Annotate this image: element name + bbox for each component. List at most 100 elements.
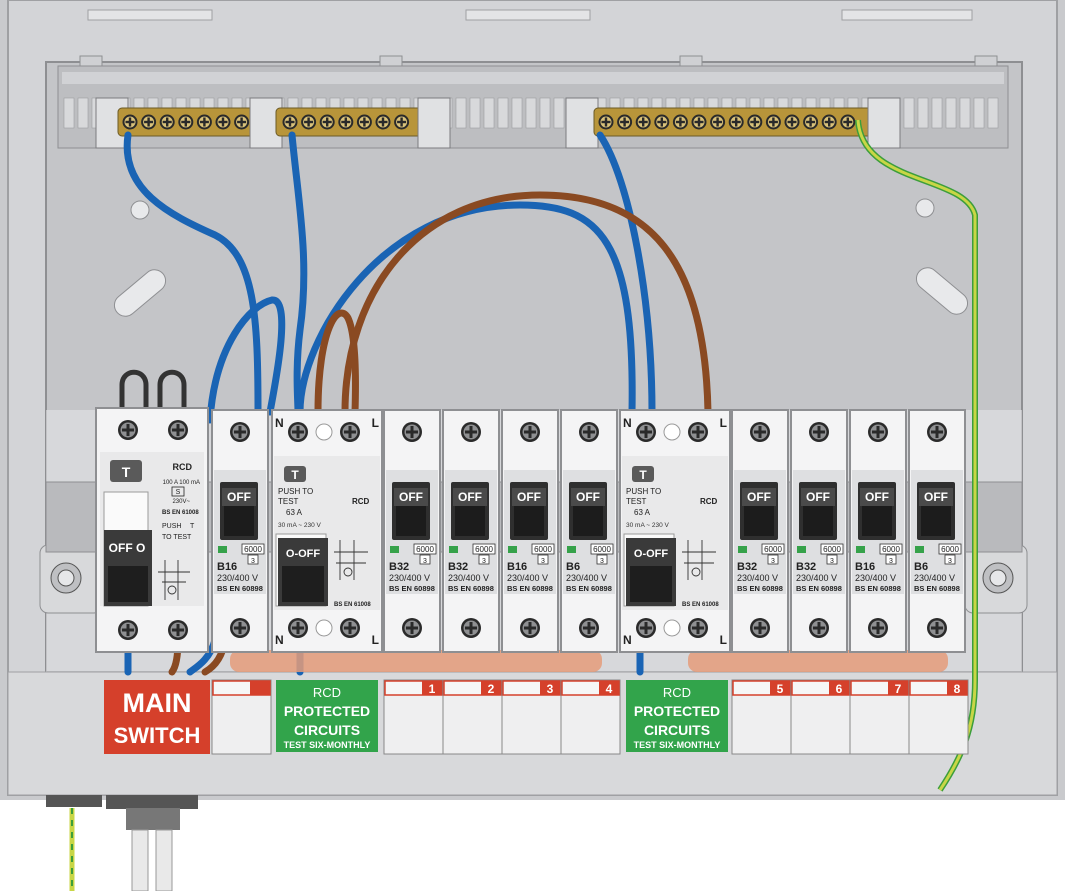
busbar-screw: [654, 114, 670, 130]
mcb-voltage: 230/400 V: [217, 573, 258, 583]
busbar-screw: [122, 114, 138, 130]
svg-text:RCD: RCD: [173, 462, 193, 472]
circuit-number: 3: [547, 682, 554, 696]
mcb-voltage: 230/400 V: [448, 573, 489, 583]
mcb-energy-class: 3: [600, 558, 604, 565]
rcd-type: RCD: [700, 497, 718, 506]
busbar-screw: [301, 114, 317, 130]
mcb-rating: B32: [737, 561, 757, 573]
mcb-breaking-capacity: 6000: [823, 545, 841, 554]
busbar-screw: [728, 114, 744, 130]
busbar-screw: [803, 114, 819, 130]
trip-indicator: [738, 546, 747, 553]
rcd-test-button[interactable]: [284, 466, 306, 482]
neutral-bar-main: [95, 97, 283, 149]
svg-text:TO TEST: TO TEST: [162, 534, 192, 541]
mcb-rating: B16: [507, 561, 527, 573]
earth-wire: [855, 119, 978, 792]
mcb-breaking-capacity: 6000: [593, 545, 611, 554]
rcd-protected-label: [626, 680, 728, 752]
circuit-number: 6: [836, 682, 843, 696]
busbar-screw: [821, 114, 837, 130]
mcb-standard: BS EN 60898: [448, 584, 494, 593]
trip-indicator: [390, 546, 399, 553]
rcd-schematic: [682, 540, 716, 580]
circuit-label-8: 7: [849, 679, 910, 755]
circuit-label-9: 8: [908, 679, 969, 755]
mcb-state: OFF: [458, 490, 482, 504]
main-switch-rcd: T OFF O RCD 100 A 100 mA S 230V~ BS EN 6…: [95, 369, 209, 653]
rcd-state: O-OFF: [286, 548, 320, 560]
main-test-button[interactable]: [110, 460, 142, 482]
busbar-screw: [215, 114, 231, 130]
mcb-energy-class: 3: [889, 558, 893, 565]
rcd-neutral-label: N: [275, 633, 284, 647]
rcd-neutral-label: N: [275, 416, 284, 430]
circuit-number: 1: [429, 682, 436, 696]
svg-text:OFF O: OFF O: [109, 541, 146, 555]
mcb-standard: BS EN 60898: [914, 584, 960, 593]
rcd-label-line: CIRCUITS: [294, 722, 360, 738]
rcd-test-button[interactable]: [632, 466, 654, 482]
rcd-label-line: TEST SIX-MONTHLY: [634, 740, 721, 750]
neutral-bar-rcd1: [275, 97, 451, 149]
mcb-voltage: 230/400 V: [855, 573, 896, 583]
mcb-voltage: 230/400 V: [796, 573, 837, 583]
mcb-state: OFF: [865, 490, 889, 504]
trip-indicator: [797, 546, 806, 553]
rcd-push-text: PUSH TO: [626, 487, 661, 496]
mcb-breaking-capacity: 6000: [534, 545, 552, 554]
main-switch-schematic: [158, 560, 190, 600]
mcb-rating: B16: [217, 561, 237, 573]
trip-indicator: [218, 546, 227, 553]
svg-text:100 A 100 mA: 100 A 100 mA: [163, 480, 200, 486]
mcb-standard: BS EN 60898: [389, 584, 435, 593]
busbar-screw: [635, 114, 651, 130]
mcb-breaking-capacity: 6000: [475, 545, 493, 554]
mcb-breaking-capacity: 6000: [416, 545, 434, 554]
rcd-type: RCD: [352, 497, 370, 506]
rcd-spec: 30 mA ~ 230 V: [626, 522, 669, 529]
mcb-breaking-capacity: 6000: [244, 545, 262, 554]
mcb-standard: BS EN 60898: [737, 584, 783, 593]
svg-text:BS EN 61008: BS EN 61008: [162, 510, 199, 516]
rcd-protected-label: [276, 680, 378, 752]
busbar-screw: [196, 114, 212, 130]
busbar-screw: [338, 114, 354, 130]
circuit-number: 8: [954, 682, 961, 696]
rcd-push-text: TEST: [626, 497, 647, 506]
rcd-label-line: TEST SIX-MONTHLY: [284, 740, 371, 750]
svg-text:T: T: [122, 464, 131, 480]
circuit-label-4: 3: [501, 679, 562, 755]
svg-text:T: T: [190, 523, 195, 530]
rcd-standard: BS EN 61008: [334, 602, 371, 608]
rcd-neutral-label: N: [623, 416, 632, 430]
mcb-breaking-capacity: 6000: [882, 545, 900, 554]
svg-text:SWITCH: SWITCH: [114, 723, 201, 748]
mcb-rating: B6: [566, 561, 580, 573]
mcb-standard: BS EN 60898: [796, 584, 842, 593]
circuit-number: 2: [488, 682, 495, 696]
busbar-link-rcd2: [688, 650, 948, 672]
circuit-label-7: 6: [790, 679, 851, 755]
neutral-wires: [123, 131, 656, 676]
circuit-number: 7: [895, 682, 902, 696]
main-switch-label: [104, 680, 210, 754]
trip-indicator: [856, 546, 865, 553]
circuit-label-6: 5: [731, 679, 792, 755]
busbar-screw: [784, 114, 800, 130]
busbar-screw: [394, 114, 410, 130]
rcd-label-line: RCD: [313, 685, 341, 700]
mcb-state: OFF: [924, 490, 948, 504]
mcb-rating: B32: [448, 561, 468, 573]
rcd-rating: 63 A: [286, 508, 303, 517]
mcb-voltage: 230/400 V: [737, 573, 778, 583]
busbar-screw: [840, 114, 856, 130]
mcb-state: OFF: [517, 490, 541, 504]
busbar-screw: [356, 114, 372, 130]
mcb-energy-class: 3: [830, 558, 834, 565]
